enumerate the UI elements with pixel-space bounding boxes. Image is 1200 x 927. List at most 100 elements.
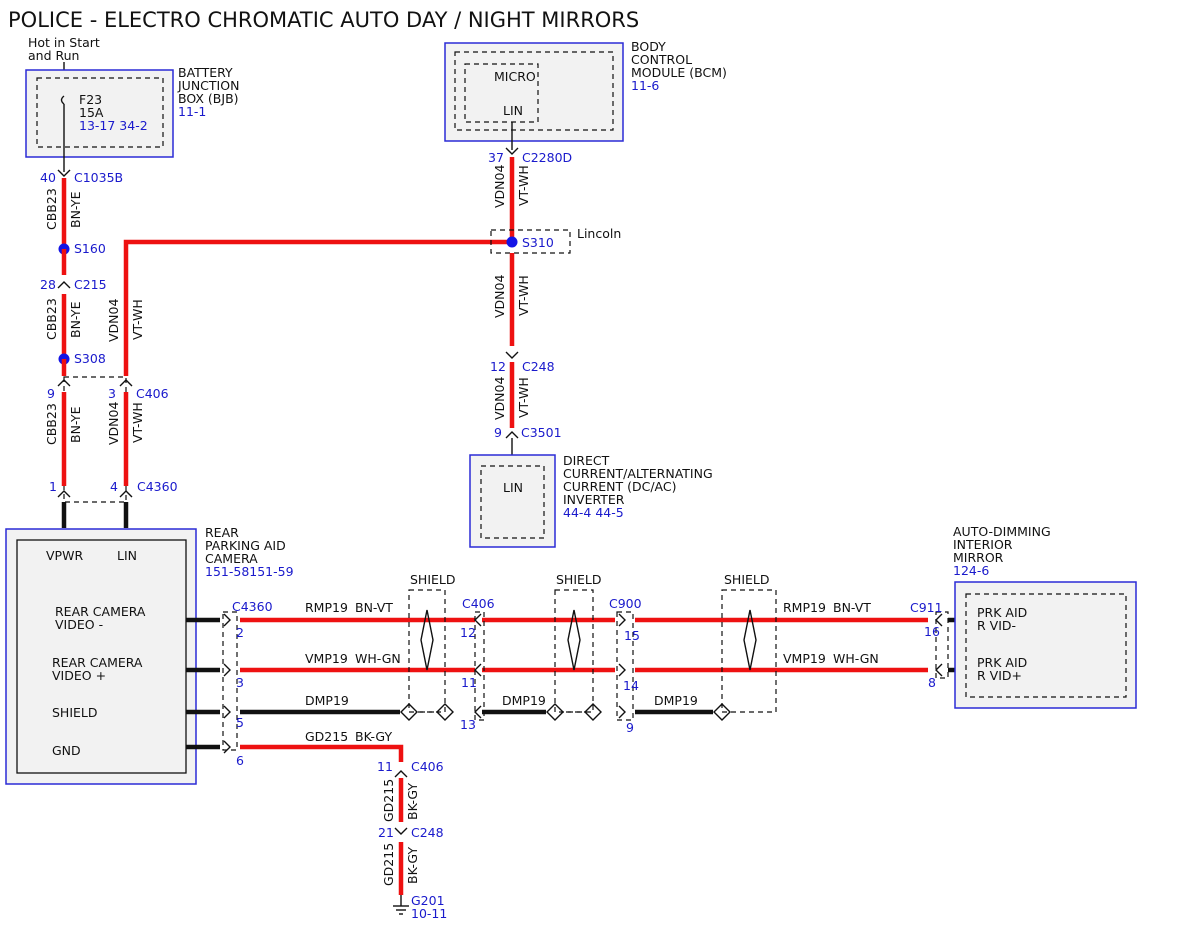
fuse-ref: 13-17 34-2 [79,118,148,133]
connector-c900[interactable]: C900 [609,596,642,611]
mirror-module [954,581,1137,709]
camera-gnd: GND [52,743,81,758]
cam-pin-5: 5 [236,715,244,730]
lincoln-label: Lincoln [577,226,621,241]
shield-twist-icon [567,609,581,671]
mirror-name-3: MIRROR [953,550,1004,565]
fuse-rating: 15A [79,105,104,120]
color-bk-gy-a: BK-GY [355,729,392,744]
camera-video-plus-2: VIDEO + [52,668,106,683]
bjb-page-link[interactable]: 11-1 [178,104,206,119]
pin-28: 28 [40,277,56,292]
connector-c215[interactable]: C215 [74,277,107,292]
c900-pin-14: 14 [623,678,639,693]
bcm-lin-label: LIN [503,103,523,118]
ground-g201[interactable]: G201 [411,893,445,908]
ground-g201-page[interactable]: 10-11 [411,906,447,921]
pin-40: 40 [40,170,56,185]
connector-arrow-icon [57,281,71,289]
connector-c406-top[interactable]: C406 [136,386,169,401]
splice-s310 [506,236,518,248]
connector-arrow-icon [394,827,408,835]
bcm-name-1: BODY [631,39,666,54]
color-wh-gn-a: WH-GN [355,651,401,666]
pin-12-c248: 12 [490,359,506,374]
mirror-pin-plus-2: R VID+ [977,668,1022,683]
camera-name-2: PARKING AID [205,538,286,553]
circuit-vmp19-a: VMP19 [305,651,348,666]
color-vt-wh-e: VT-WH [516,377,531,418]
bcm-module [444,42,624,142]
shield-drain-icon [584,703,602,721]
pin-4: 4 [110,479,118,494]
camera-pin-vpwr: VPWR [46,548,83,563]
connector-arrow-icon [505,431,519,439]
circuit-gd215-a: GD215 [305,729,348,744]
color-vt-wh-b: VT-WH [130,402,145,443]
color-bk-gy-c: BK-GY [405,847,420,884]
page-title: POLICE - ELECTRO CHROMATIC AUTO DAY / NI… [8,8,639,32]
circuit-rmp19-b: RMP19 [783,600,826,615]
bjb-name-1: BATTERY [178,65,233,80]
connector-c1035b[interactable]: C1035B [74,170,123,185]
inverter-lin-label: LIN [503,480,523,495]
pin-9-c3501: 9 [494,425,502,440]
splice-s160-label[interactable]: S160 [74,241,106,256]
pin-3: 3 [108,386,116,401]
circuit-cbb23-b: CBB23 [44,298,59,340]
shield-twist-icon [743,609,757,671]
mirror-pin-minus-2: R VID- [977,618,1016,633]
inverter-name-2: CURRENT/ALTERNATING [563,466,713,481]
inverter-page-links[interactable]: 44-4 44-5 [563,505,624,520]
inverter-module [469,454,556,548]
camera-page-links[interactable]: 151-58151-59 [205,564,294,579]
color-vt-wh-c: VT-WH [516,165,531,206]
connector-c4360-side[interactable]: C4360 [232,599,273,614]
pin-9: 9 [47,386,55,401]
ground-icon [393,905,409,915]
c900-pin-15: 15 [624,628,640,643]
color-vt-wh-a: VT-WH [130,299,145,340]
circuit-gd215-b: GD215 [381,779,396,822]
circuit-vdn04-a: VDN04 [106,299,121,342]
connector-c3501[interactable]: C3501 [521,425,562,440]
shield-drain-icon [400,703,418,721]
shield-drain-icon [436,703,454,721]
mirror-name-1: AUTO-DIMMING [953,524,1051,539]
connector-c4360-top[interactable]: C4360 [137,479,178,494]
circuit-vdn04-e: VDN04 [492,377,507,420]
circuit-dmp19-c: DMP19 [654,693,698,708]
bcm-micro-label: MICRO [494,69,536,84]
c406-pin-11-ground: 11 [377,759,393,774]
camera-name-3: CAMERA [205,551,258,566]
connector-arrow-icon [394,770,408,778]
connector-arrow-icon [57,379,71,387]
bcm-name-3: MODULE (BCM) [631,65,727,80]
mirror-name-2: INTERIOR [953,537,1013,552]
bcm-page-link[interactable]: 11-6 [631,78,659,93]
connector-c911[interactable]: C911 [910,600,943,615]
shield-2-label: SHIELD [556,572,602,587]
connector-c406-bottom[interactable]: C406 [411,759,444,774]
fuse-name: F23 [79,92,102,107]
color-vt-wh-d: VT-WH [516,275,531,316]
connector-arrow-icon [57,169,71,177]
c406-pin-13: 13 [460,717,476,732]
splice-s310-label[interactable]: S310 [522,235,554,250]
mirror-page-link[interactable]: 124-6 [953,563,989,578]
shield-3-label: SHIELD [724,572,770,587]
connector-c2280d[interactable]: C2280D [522,150,572,165]
inverter-name-3: CURRENT (DC/AC) [563,479,676,494]
pin-37: 37 [488,150,504,165]
connector-c248-top[interactable]: C248 [522,359,555,374]
cam-pin-3: 3 [236,675,244,690]
bcm-name-2: CONTROL [631,52,692,67]
splice-s308-label[interactable]: S308 [74,351,106,366]
connector-c248-bottom[interactable]: C248 [411,825,444,840]
bjb-name-2: JUNCTION [177,78,239,93]
c900-pin-9: 9 [626,720,634,735]
color-bn-ye-c: BN-YE [68,406,83,443]
circuit-rmp19-a: RMP19 [305,600,348,615]
connector-c406-mid[interactable]: C406 [462,596,495,611]
cam-pin-6: 6 [236,753,244,768]
